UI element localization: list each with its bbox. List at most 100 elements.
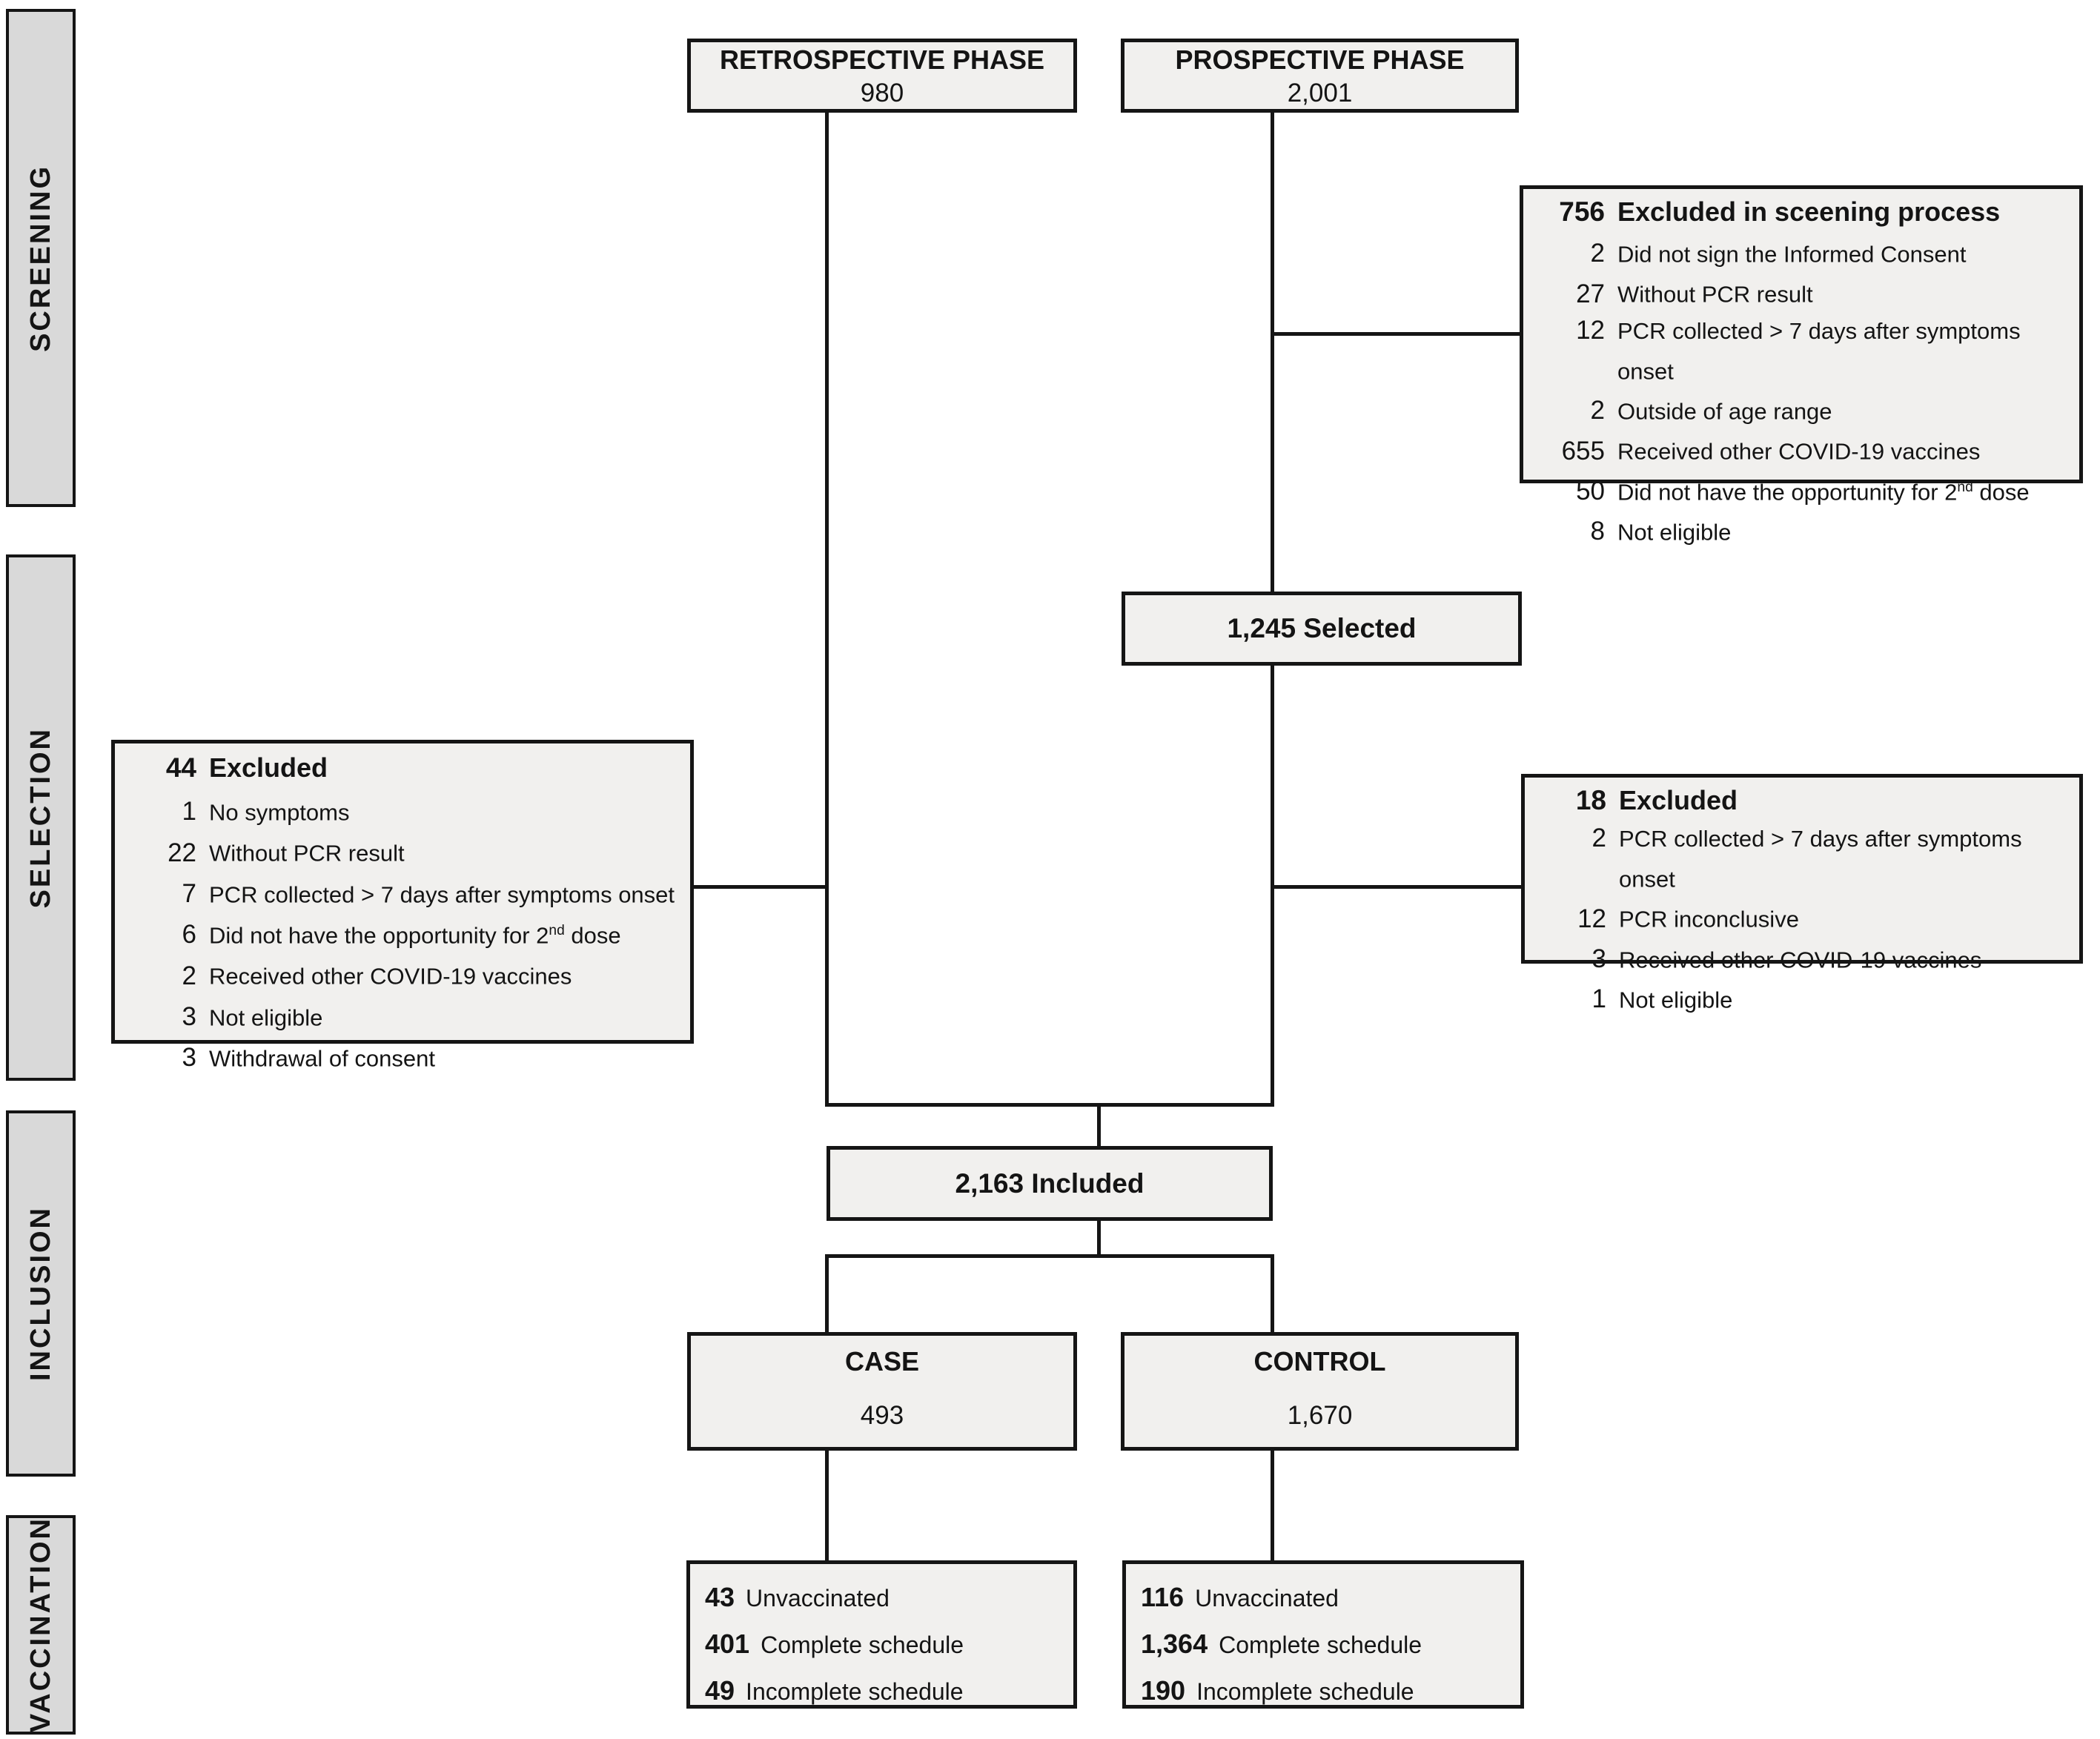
vaccination-row: 401 Complete schedule bbox=[705, 1621, 1061, 1668]
exclusion-item: 1 Not eligible bbox=[1538, 978, 2066, 1018]
stage-label: SELECTION bbox=[24, 726, 56, 909]
vaccination-row: 49 Incomplete schedule bbox=[705, 1668, 1061, 1715]
exclusion-item: 2 Outside of age range bbox=[1537, 389, 2066, 429]
box-count: 980 bbox=[860, 79, 904, 107]
item-count: 7 bbox=[182, 878, 196, 908]
merge-drop-line bbox=[1097, 1103, 1101, 1147]
vaccination-row: 190 Incomplete schedule bbox=[1141, 1668, 1508, 1715]
excluded-title-row: 756 Excluded in sceening process bbox=[1537, 192, 2066, 232]
box-label: 1,245 Selected bbox=[1227, 613, 1417, 643]
sidebar-stage-selection: SELECTION bbox=[6, 554, 76, 1081]
control-vaccination-line bbox=[1271, 1448, 1274, 1562]
case-box: CASE 493 bbox=[687, 1332, 1077, 1451]
box-title: CONTROL bbox=[1253, 1346, 1386, 1377]
item-label: Did not sign the Informed Consent bbox=[1617, 241, 1967, 268]
item-count: 1 bbox=[1591, 984, 1606, 1014]
item-count: 3 bbox=[182, 1001, 196, 1031]
item-count: 12 bbox=[1577, 904, 1606, 933]
retrospective-flow-line bbox=[825, 113, 829, 1107]
excluded-title-row: 18 Excluded bbox=[1538, 781, 2066, 821]
row-label: Unvaccinated bbox=[1195, 1585, 1339, 1612]
item-count: 3 bbox=[1591, 944, 1606, 973]
item-count: 2 bbox=[1591, 824, 1606, 852]
item-label: PCR collected > 7 days after symptoms on… bbox=[1617, 317, 2021, 384]
sidebar-stage-inclusion: INCLUSION bbox=[6, 1110, 76, 1477]
vaccination-row: 116 Unvaccinated bbox=[1141, 1574, 1508, 1621]
exclusion-item: 50 Did not have the opportunity for 2nd … bbox=[1537, 470, 2066, 510]
box-count: 2,001 bbox=[1287, 79, 1353, 107]
box-label: 2,163 Included bbox=[955, 1167, 1145, 1199]
item-label: Did not have the opportunity for 2nd dos… bbox=[209, 922, 621, 949]
item-label: Received other COVID-19 vaccines bbox=[1617, 438, 1981, 465]
box-count: 1,670 bbox=[1287, 1401, 1353, 1430]
connector-retrospective-excluded bbox=[694, 885, 827, 889]
box-count: 493 bbox=[860, 1401, 904, 1430]
stage-label: VACCINATION bbox=[24, 1517, 56, 1733]
exclusion-item: 2 Received other COVID-19 vaccines bbox=[128, 953, 677, 994]
excluded-count: 18 bbox=[1575, 785, 1606, 815]
case-vaccination-box: 43 Unvaccinated 401 Complete schedule 49… bbox=[686, 1560, 1077, 1709]
screening-excluded-box: 756 Excluded in sceening process 2 Did n… bbox=[1520, 185, 2083, 546]
item-count: 2 bbox=[182, 961, 196, 990]
item-count: 3 bbox=[182, 1043, 196, 1073]
control-drop-line bbox=[1271, 1254, 1274, 1334]
retrospective-phase-box: RETROSPECTIVE PHASE 980 bbox=[687, 39, 1077, 113]
selected-box: 1,245 Selected bbox=[1122, 592, 1522, 666]
included-box: 2,163 Included bbox=[827, 1146, 1273, 1221]
exclusion-item: 22 Without PCR result bbox=[128, 830, 677, 871]
connector-prospective-excluded bbox=[1271, 885, 1524, 889]
item-label: PCR inconclusive bbox=[1619, 906, 1799, 933]
row-label: Complete schedule bbox=[1219, 1632, 1422, 1658]
item-count: 22 bbox=[168, 838, 196, 867]
box-title: PROSPECTIVE PHASE bbox=[1175, 44, 1465, 75]
exclusion-item: 3 Withdrawal of consent bbox=[128, 1036, 677, 1076]
excluded-title: Excluded bbox=[1619, 785, 1738, 815]
item-count: 8 bbox=[1590, 517, 1605, 546]
row-label: Unvaccinated bbox=[746, 1585, 890, 1612]
item-count: 1 bbox=[182, 797, 196, 827]
exclusion-item: 6 Did not have the opportunity for 2nd d… bbox=[128, 912, 677, 953]
item-label: Not eligible bbox=[1617, 519, 1732, 546]
stage-label: INCLUSION bbox=[24, 1206, 56, 1381]
item-label: Without PCR result bbox=[1617, 281, 1813, 308]
row-count: 1,364 bbox=[1141, 1629, 1208, 1659]
vaccination-row: 1,364 Complete schedule bbox=[1141, 1621, 1508, 1668]
item-label: Received other COVID-19 vaccines bbox=[1619, 946, 1982, 973]
row-label: Incomplete schedule bbox=[1196, 1678, 1414, 1705]
item-count: 6 bbox=[182, 920, 196, 950]
exclusion-item: 655 Received other COVID-19 vaccines bbox=[1537, 429, 2066, 469]
row-count: 401 bbox=[705, 1629, 750, 1659]
control-box: CONTROL 1,670 bbox=[1121, 1332, 1519, 1451]
item-label: Not eligible bbox=[209, 1004, 323, 1030]
item-count: 27 bbox=[1576, 279, 1605, 308]
item-label: Outside of age range bbox=[1617, 398, 1832, 425]
retrospective-excluded-box: 44 Excluded 1 No symptoms 22 Without PCR… bbox=[111, 740, 694, 1072]
exclusion-item: 3 Not eligible bbox=[128, 995, 677, 1036]
prospective-excluded-box: 18 Excluded 2 PCR collected > 7 days aft… bbox=[1521, 774, 2083, 1013]
excluded-title-row: 44 Excluded bbox=[128, 746, 677, 789]
box-title: CASE bbox=[844, 1346, 920, 1377]
item-label: PCR collected > 7 days after symptoms on… bbox=[1619, 826, 2022, 892]
row-count: 190 bbox=[1141, 1675, 1186, 1706]
excluded-title: Excluded in sceening process bbox=[1617, 196, 2001, 227]
exclusion-item: 12 PCR collected > 7 days after symptoms… bbox=[1537, 313, 2066, 389]
item-count: 50 bbox=[1576, 476, 1605, 506]
case-vaccination-line bbox=[825, 1448, 829, 1562]
exclusion-item: 8 Not eligible bbox=[1537, 510, 2066, 550]
item-label: Withdrawal of consent bbox=[209, 1045, 435, 1072]
split-line bbox=[825, 1254, 1274, 1258]
item-label: Without PCR result bbox=[209, 840, 405, 867]
vaccination-row: 43 Unvaccinated bbox=[705, 1574, 1061, 1621]
row-label: Complete schedule bbox=[761, 1632, 964, 1658]
excluded-count: 756 bbox=[1559, 196, 1605, 227]
exclusion-item: 27 Without PCR result bbox=[1537, 272, 2066, 312]
exclusion-item: 3 Received other COVID-19 vaccines bbox=[1538, 938, 2066, 978]
row-count: 43 bbox=[705, 1582, 735, 1612]
item-label: Did not have the opportunity for 2nd dos… bbox=[1617, 478, 2030, 505]
exclusion-item: 7 PCR collected > 7 days after symptoms … bbox=[128, 872, 677, 912]
box-title: RETROSPECTIVE PHASE bbox=[719, 44, 1045, 75]
included-drop-line bbox=[1097, 1219, 1101, 1258]
case-drop-line bbox=[825, 1254, 829, 1334]
exclusion-item: 1 No symptoms bbox=[128, 789, 677, 830]
item-count: 12 bbox=[1576, 315, 1605, 345]
